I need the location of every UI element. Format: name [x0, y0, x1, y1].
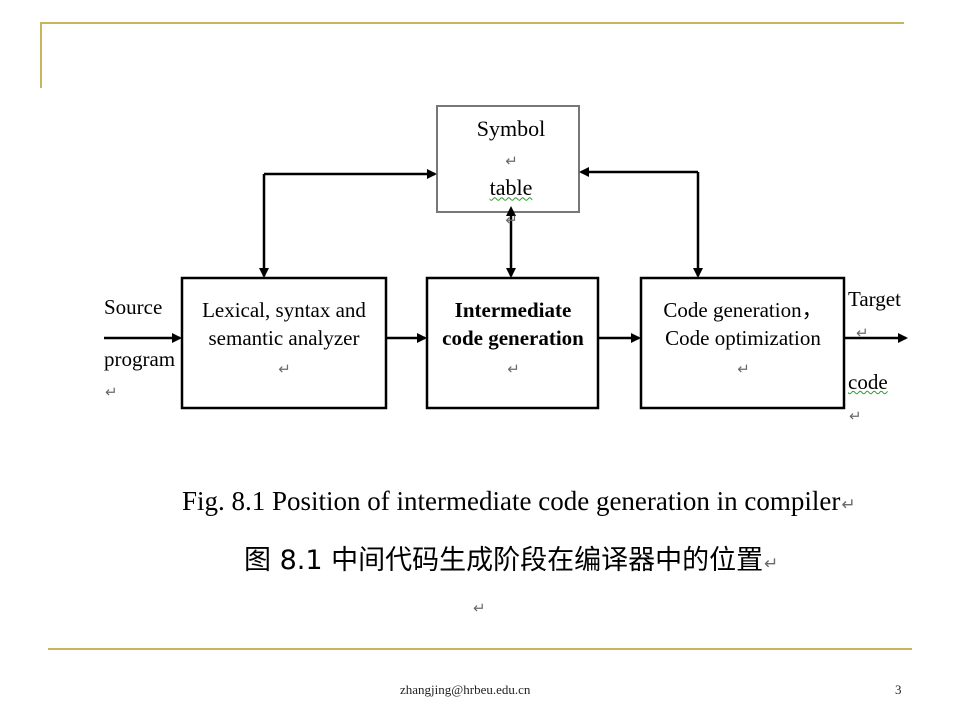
source-program-label: Source program↵	[104, 295, 176, 401]
top-rule	[40, 22, 904, 24]
footer-email: zhangjing@hrbeu.edu.cn	[400, 682, 531, 697]
trailing-paragraph-mark: ↵	[473, 601, 486, 617]
figure-caption-chinese: 图 8.1 中间代码生成阶段在编译器中的位置↵	[244, 545, 779, 576]
intermediate-label: Intermediate code generation↵	[442, 298, 584, 378]
target-code-label: Target↵ code↵	[848, 287, 901, 425]
left-rule	[40, 22, 42, 88]
analyzer-label: Lexical, syntax and semantic analyzer↵	[202, 298, 366, 378]
codegen-box	[639, 276, 846, 410]
page-number: 3	[895, 682, 902, 697]
figure-caption-english: Fig. 8.1 Position of intermediate code g…	[182, 486, 856, 516]
analyzer-box	[180, 276, 388, 410]
codegen-label: Code generation， Code optimization↵	[663, 298, 823, 378]
bottom-rule	[48, 648, 912, 650]
intermediate-box	[425, 276, 600, 410]
symbol-table-label: Symbol↵ table↵	[476, 116, 546, 230]
